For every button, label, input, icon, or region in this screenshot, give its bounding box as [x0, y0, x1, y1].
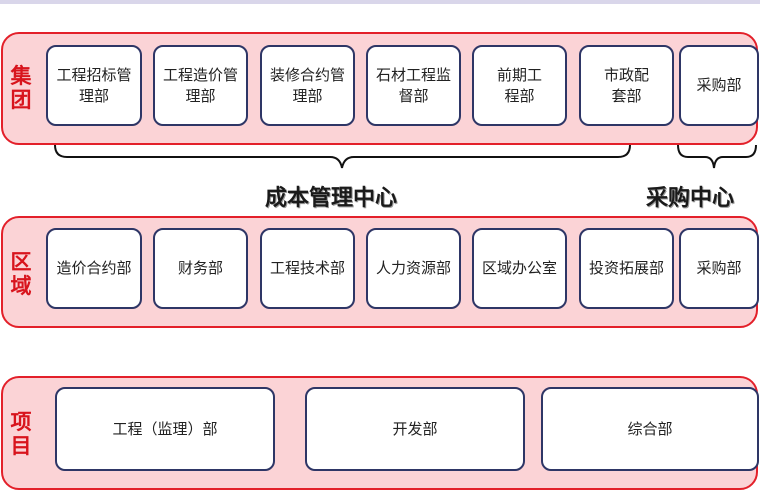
- project-dept-development: 开发部: [305, 387, 525, 471]
- group-dept-costing: 工程造价管理部: [153, 45, 248, 126]
- purchasing-center-label: 采购中心: [646, 186, 735, 211]
- group-dept-purchasing: 采购部: [679, 45, 759, 126]
- region-dept-office: 区域办公室: [472, 228, 567, 309]
- cost-center-label: 成本管理中心: [265, 186, 398, 211]
- group-dept-stone: 石材工程监督部: [366, 45, 461, 126]
- project-dept-engineering: 工程（监理）部: [55, 387, 275, 471]
- purchasing-center-bracket: [677, 144, 757, 169]
- region-tier-label: 区域: [10, 250, 32, 298]
- region-dept-finance: 财务部: [153, 228, 248, 309]
- group-dept-preliminary: 前期工程部: [472, 45, 567, 126]
- group-dept-municipal: 市政配套部: [579, 45, 674, 126]
- project-dept-general: 综合部: [541, 387, 759, 471]
- region-dept-purchasing: 采购部: [679, 228, 759, 309]
- region-dept-investment: 投资拓展部: [579, 228, 674, 309]
- group-dept-bidding: 工程招标管理部: [46, 45, 142, 126]
- group-tier-label: 集团: [10, 64, 32, 112]
- project-tier-label: 项目: [10, 410, 32, 458]
- cost-center-bracket: [54, 144, 631, 169]
- region-dept-hr: 人力资源部: [366, 228, 461, 309]
- group-dept-decoration: 装修合约管理部: [260, 45, 355, 126]
- top-divider: [0, 0, 760, 4]
- region-dept-contract: 造价合约部: [46, 228, 142, 309]
- region-dept-engineering: 工程技术部: [260, 228, 355, 309]
